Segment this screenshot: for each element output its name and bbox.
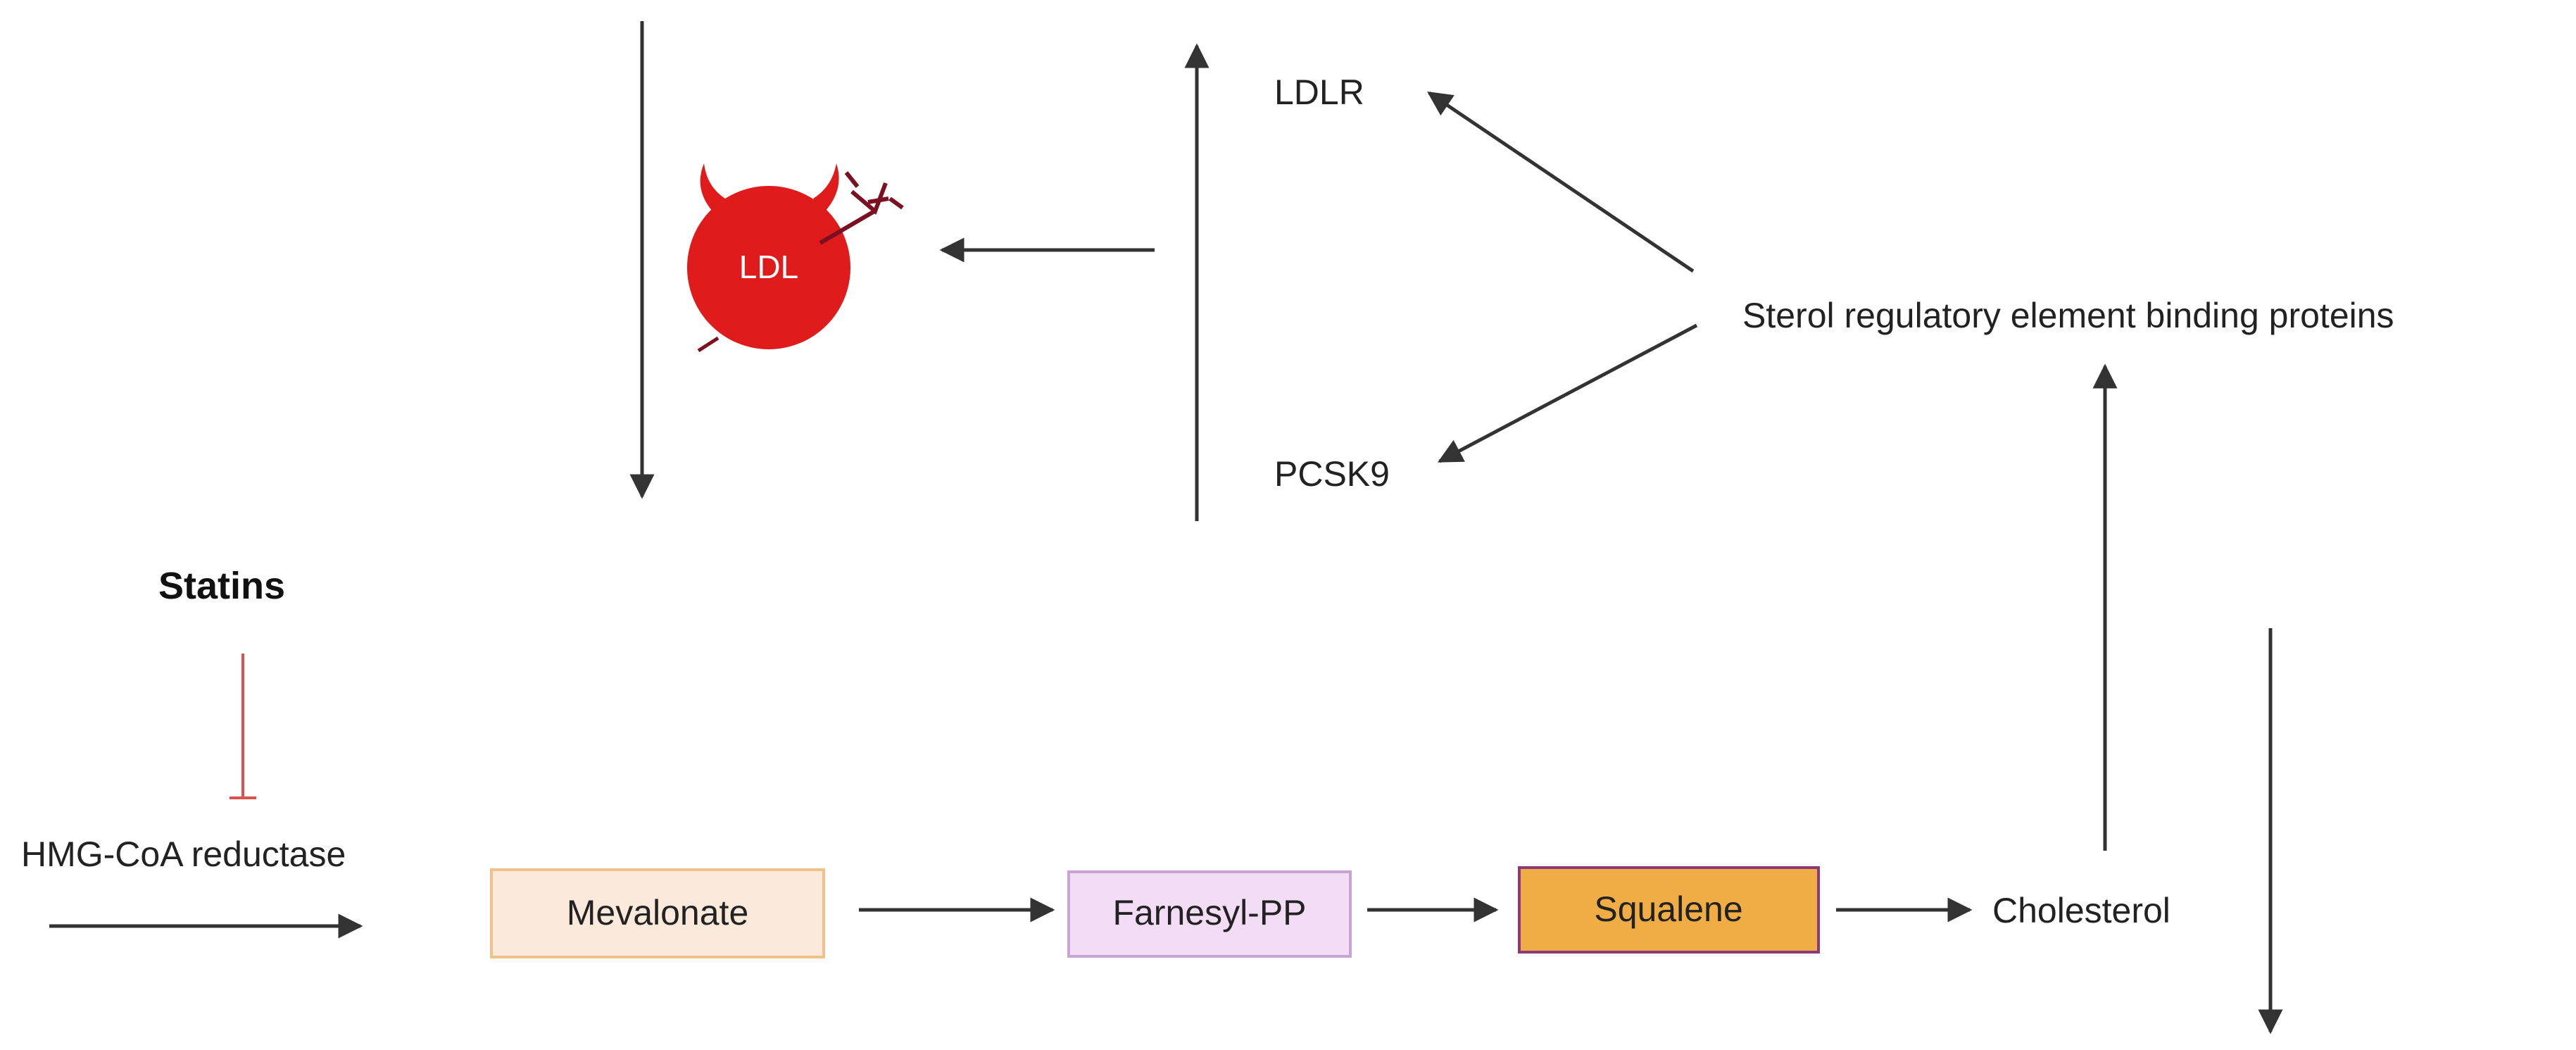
trident-icon [819, 171, 904, 245]
farnesyl-node: Farnesyl-PP [1067, 870, 1352, 958]
devil-horn-right-icon [813, 163, 839, 211]
pcsk9-label: PCSK9 [1274, 454, 1390, 494]
ldlr-label: LDLR [1274, 73, 1364, 112]
arrows [49, 21, 2283, 1035]
ldl-label: LDL [739, 249, 798, 285]
squalene-node: Squalene [1518, 866, 1820, 954]
srebp-label: Sterol regulatory element binding protei… [1742, 296, 2394, 335]
farnesyl-box [1067, 870, 1352, 958]
arrow-srebp-to-pcsk9 [1437, 323, 1698, 463]
farnesyl-label: Farnesyl-PP [1112, 893, 1306, 932]
devil-horn-left-icon [700, 163, 725, 211]
ldl-devil: LDL [687, 163, 904, 353]
squalene-box [1518, 866, 1820, 954]
statin-inhibition [230, 654, 256, 799]
statins-label: Statins [158, 565, 285, 607]
cholesterol-label: Cholesterol [1992, 891, 2170, 930]
ldl-particle [687, 186, 850, 349]
devil-tail-icon [697, 336, 720, 353]
mevalonate-node: Mevalonate [490, 868, 825, 958]
arrow-srebp-to-ldlr [1427, 91, 1695, 273]
mevalonate-label: Mevalonate [567, 893, 749, 932]
squalene-label: Squalene [1594, 889, 1742, 929]
mevalonate-box [490, 868, 825, 958]
hmg-coa-reductase-label: HMG-CoA reductase [21, 835, 346, 874]
